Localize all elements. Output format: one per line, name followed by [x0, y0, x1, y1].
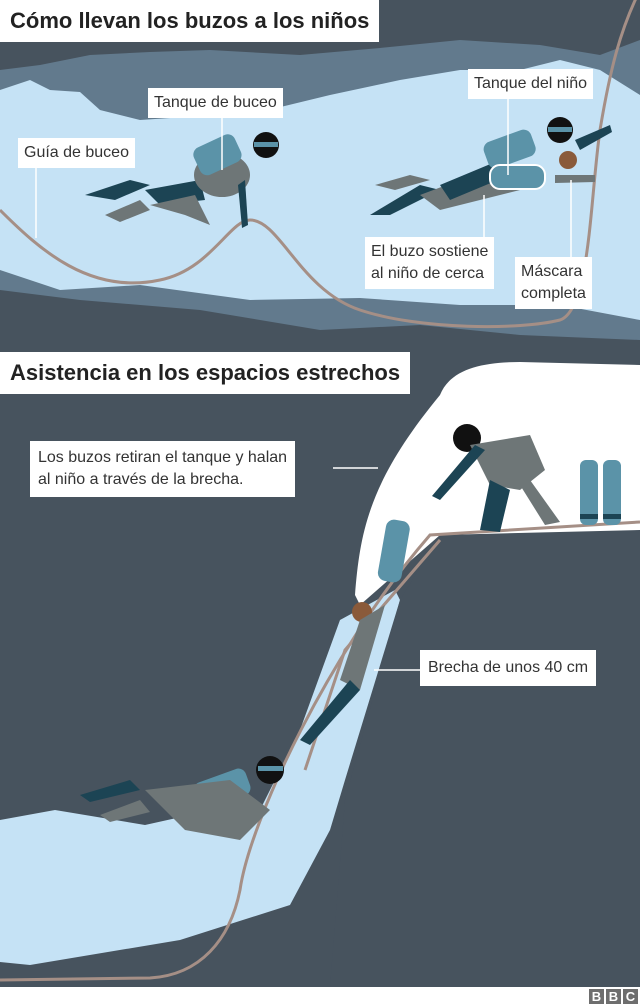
label-gap: Brecha de unos 40 cm: [420, 650, 597, 686]
diver-with-child-illustration: [370, 117, 612, 215]
label-diver-holds-child: El buzo sostiene al niño de cerca: [365, 237, 495, 289]
bottom-panel: Asistencia en los espacios estrechos Los…: [0, 350, 640, 987]
label-full-mask-line2: completa: [521, 285, 586, 302]
label-child-tank: Tanque del niño: [468, 69, 593, 99]
child-in-gap-illustration: [300, 519, 410, 745]
kneeling-diver-illustration: [432, 424, 560, 532]
top-panel: Cómo llevan los buzos a los niños Guía d…: [0, 0, 640, 350]
label-diver-holds-child-line2: al niño de cerca: [371, 265, 484, 282]
label-remove-tank-line2: al niño a través de la brecha.: [38, 471, 244, 488]
footer: B B C: [0, 987, 640, 1007]
label-full-mask-line1: Máscara: [521, 263, 583, 280]
label-guide-line: Guía de buceo: [18, 138, 135, 168]
section-title-bottom: Asistencia en los espacios estrechos: [0, 352, 411, 394]
bbc-logo-letter: C: [623, 989, 638, 1004]
label-remove-tank-line1: Los buzos retiran el tanque y halan: [38, 449, 288, 466]
bbc-logo-letter: B: [606, 989, 621, 1004]
diver-1-illustration: [85, 132, 279, 228]
label-remove-tank: Los buzos retiran el tanque y halan al n…: [30, 441, 296, 497]
diver-bottom-illustration: [80, 756, 284, 840]
label-dive-tank: Tanque de buceo: [148, 88, 283, 118]
cave-scene-bottom: [0, 362, 640, 987]
spare-tanks-illustration: [580, 460, 621, 525]
label-diver-holds-child-line1: El buzo sostiene: [371, 243, 489, 260]
label-full-mask: Máscara completa: [515, 257, 592, 309]
bbc-logo-letter: B: [589, 989, 604, 1004]
bbc-logo: B B C: [589, 989, 638, 1004]
section-title-top: Cómo llevan los buzos a los niños: [0, 0, 380, 42]
